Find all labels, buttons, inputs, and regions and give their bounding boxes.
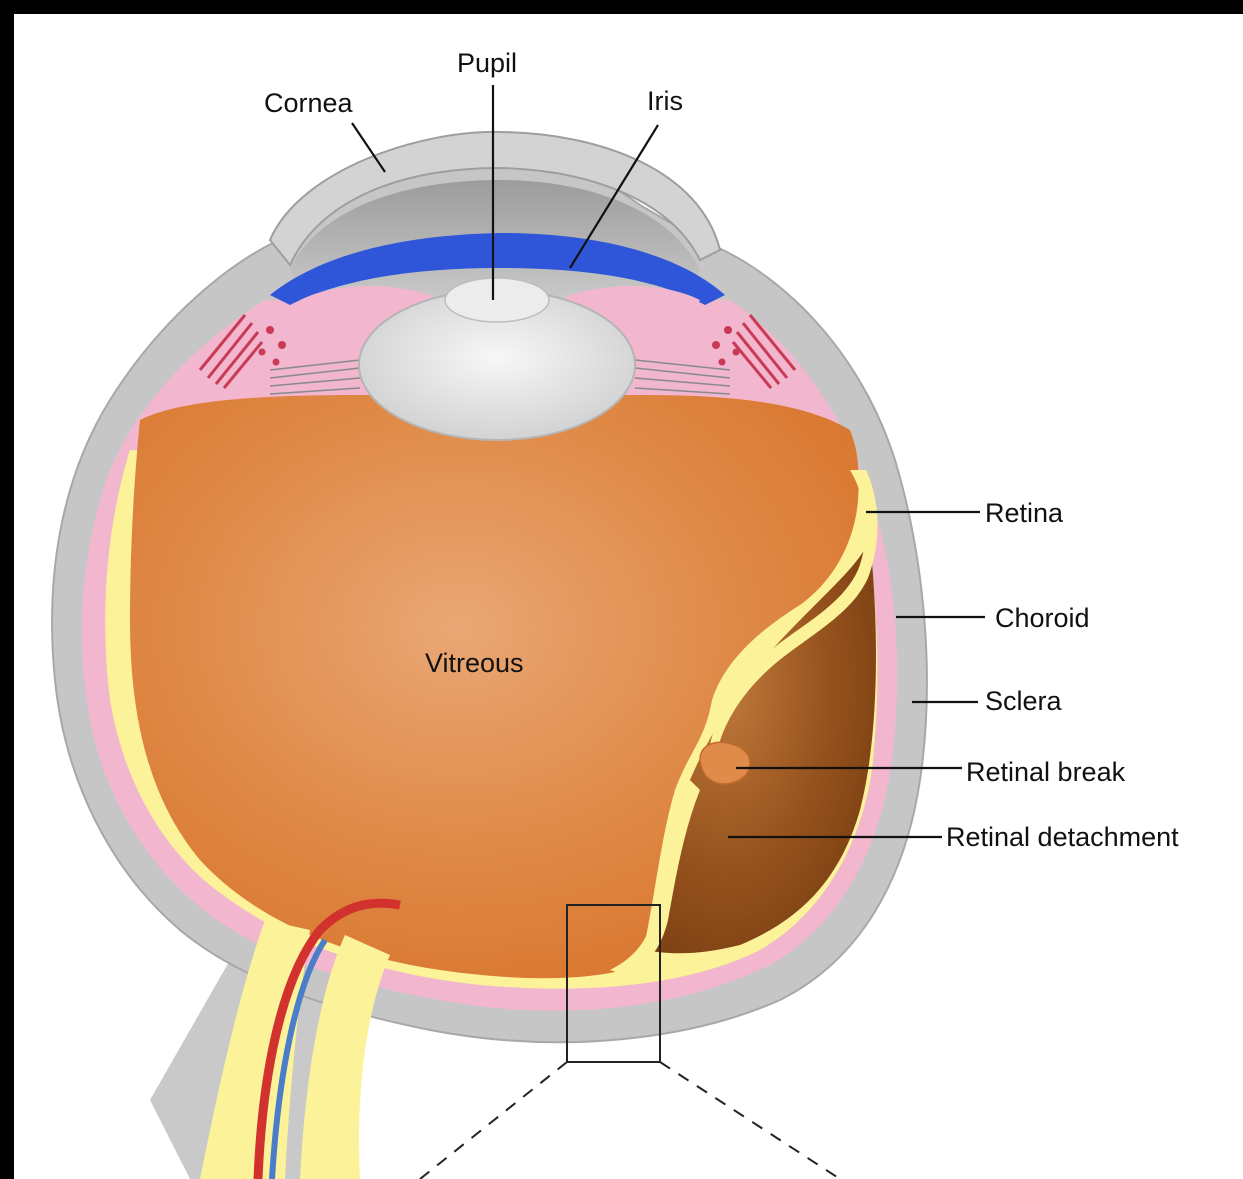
lens-front [445, 278, 549, 322]
retina-label: Retina [985, 498, 1064, 528]
retinal-break-label: Retinal break [966, 757, 1126, 787]
choroid-label: Choroid [995, 603, 1090, 633]
pupil-label: Pupil [457, 48, 517, 78]
retinal-detachment-label: Retinal detachment [946, 822, 1179, 852]
retinal-break-flap [700, 742, 750, 784]
iris-label: Iris [647, 86, 683, 116]
cornea-label: Cornea [264, 88, 354, 118]
sclera-label: Sclera [985, 686, 1063, 716]
vitreous-label: Vitreous [425, 648, 524, 678]
